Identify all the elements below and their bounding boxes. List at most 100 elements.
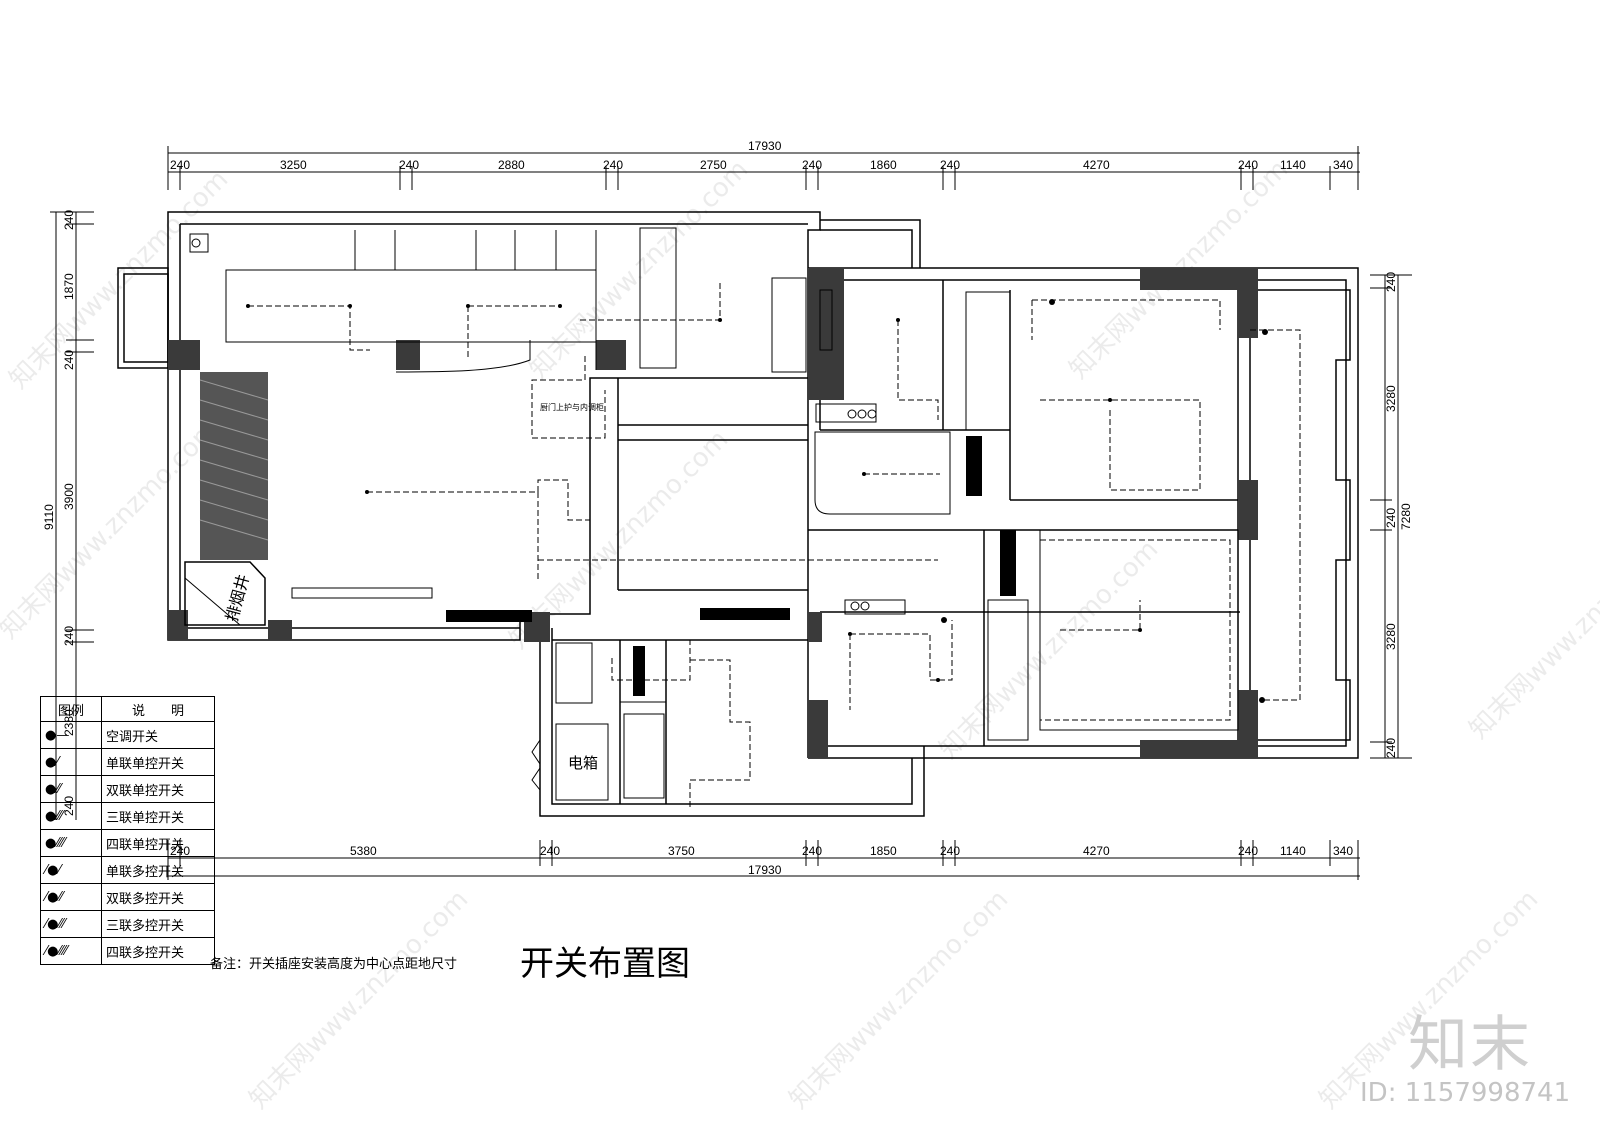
watermark: 知末网www.znzmo.com <box>1464 514 1600 745</box>
dim-label: 240 <box>940 844 960 858</box>
watermark: 知末网www.znzmo.com <box>784 884 1015 1115</box>
wiring <box>248 280 1301 810</box>
legend-row: 双联单控开关 <box>101 775 215 803</box>
dim-label: 240 <box>1238 844 1258 858</box>
dim-label: 240 <box>603 158 623 172</box>
switch-icon <box>1138 628 1142 632</box>
dim-bottom-total: 17930 <box>748 863 782 877</box>
top-dimension-labels: 17930 240 3250 240 2880 240 2750 240 186… <box>170 139 1353 172</box>
image-id: ID: 1157998741 <box>1360 1078 1571 1108</box>
dim-label: 1850 <box>870 844 897 858</box>
legend-row: 双联多控开关 <box>101 883 215 911</box>
legend-switch-icon: ⁄●⁄⁄⁄⁄ <box>40 937 102 965</box>
legend-switch-icon: ●⁄⁄⁄ <box>40 802 102 830</box>
legend-switch-icon: ●⁄ <box>40 748 102 776</box>
top-dimensions <box>167 146 1360 190</box>
switch-icon <box>1259 697 1265 703</box>
dim-label: 1140 <box>1280 158 1306 172</box>
legend-switch-icon: ⁄●⁄⁄ <box>40 883 102 911</box>
brand-logo: 知末 <box>1408 1010 1532 1080</box>
switch-icon <box>896 318 900 322</box>
switch-icon <box>348 304 352 308</box>
dim-label: 3280 <box>1384 385 1398 412</box>
switch-icon <box>936 678 940 682</box>
switch-icon <box>1262 329 1268 335</box>
dim-label: 240 <box>1384 738 1398 758</box>
dim-label: 240 <box>1238 158 1258 172</box>
dark-counters <box>446 436 1016 696</box>
switch-icon <box>941 617 947 623</box>
wall-columns <box>168 268 1258 758</box>
dim-label: 240 <box>1384 272 1398 292</box>
installation-note: 备注：开关插座安装高度为中心点距地尺寸 <box>210 957 458 972</box>
switch-icon <box>558 304 562 308</box>
legend-row: 三联单控开关 <box>101 802 215 830</box>
switch-symbols <box>246 299 1268 703</box>
legend-row: 三联多控开关 <box>101 910 215 938</box>
legend-switch-icon: ●— <box>40 721 102 749</box>
dim-label: 240 <box>399 158 419 172</box>
switch-icon <box>365 490 369 494</box>
legend-switch-icon: ⁄●⁄⁄⁄ <box>40 910 102 938</box>
watermark: 知末网www.znzmo.com <box>244 884 475 1115</box>
meter-label: 电箱 <box>568 754 598 772</box>
dim-label: 240 <box>940 158 960 172</box>
switch-icon <box>848 632 852 636</box>
dim-label: 1140 <box>1280 844 1306 858</box>
dim-label: 3250 <box>280 158 307 172</box>
right-dimension-labels: 240 3280 240 7280 3280 240 <box>1384 272 1413 758</box>
dim-label: 5380 <box>350 844 377 858</box>
dim-top-total: 17930 <box>748 139 782 153</box>
dim-left-total: 9110 <box>42 504 56 530</box>
dim-label: 3900 <box>62 483 76 510</box>
switch-icon <box>862 472 866 476</box>
dim-right-total: 7280 <box>1399 503 1413 530</box>
dim-label: 3280 <box>1384 623 1398 650</box>
smoke-shaft-label: 排烟井 <box>222 572 253 623</box>
bottom-dimension-labels: 240 5380 240 3750 240 1850 240 4270 240 … <box>170 844 1353 877</box>
switch-icon <box>1108 398 1112 402</box>
watermark: 知末网www.znzmo.com <box>0 414 224 645</box>
legend-row: 四联单控开关 <box>101 829 215 857</box>
dim-label: 240 <box>62 626 76 646</box>
legend-row: 单联多控开关 <box>101 856 215 884</box>
walls <box>117 211 1359 817</box>
dim-label: 240 <box>802 844 822 858</box>
dim-label: 3750 <box>668 844 695 858</box>
legend-switch-icon: ●⁄⁄ <box>40 775 102 803</box>
smoke-shaft: 排烟井 <box>184 561 266 626</box>
dim-label: 1870 <box>62 273 76 300</box>
legend-switch-icon: ●⁄⁄⁄⁄ <box>40 829 102 857</box>
legend-row: 空调开关 <box>101 721 215 749</box>
dim-label: 240 <box>1384 508 1398 528</box>
dim-label: 240 <box>62 350 76 370</box>
switch-icon <box>718 318 722 322</box>
dim-label: 240 <box>802 158 822 172</box>
dim-label: 240 <box>540 844 560 858</box>
dim-label: 2750 <box>700 158 727 172</box>
legend-row: 四联多控开关 <box>101 937 215 965</box>
legend-row: 单联单控开关 <box>101 748 215 776</box>
right-dimensions <box>1370 274 1412 759</box>
kitchen-furniture <box>189 227 1239 801</box>
switch-icon <box>246 304 250 308</box>
dim-label: 1860 <box>870 158 897 172</box>
meter-box: 电箱 <box>531 723 609 801</box>
dim-label: 340 <box>1333 844 1353 858</box>
legend-header-desc: 说 明 <box>101 696 215 722</box>
dim-label: 240 <box>170 158 190 172</box>
legend-switch-icon: ⁄●⁄ <box>40 856 102 884</box>
dim-label: 2880 <box>498 158 525 172</box>
drawing-title: 开关布置图 <box>520 944 690 984</box>
dim-label: 240 <box>62 210 76 230</box>
hatched-wall <box>199 372 269 560</box>
legend-table: 图例 说 明 ●—空调开关 ●⁄单联单控开关 ●⁄⁄双联单控开关 ●⁄⁄⁄三联单… <box>40 696 215 965</box>
legend-header-symbol: 图例 <box>40 696 102 722</box>
dim-label: 4270 <box>1083 158 1110 172</box>
dim-label: 340 <box>1333 158 1353 172</box>
switch-icon <box>466 304 470 308</box>
switch-icon <box>1049 299 1055 305</box>
dim-label: 4270 <box>1083 844 1110 858</box>
kitchen-note: 厨门上护与内调柜 <box>540 402 604 412</box>
